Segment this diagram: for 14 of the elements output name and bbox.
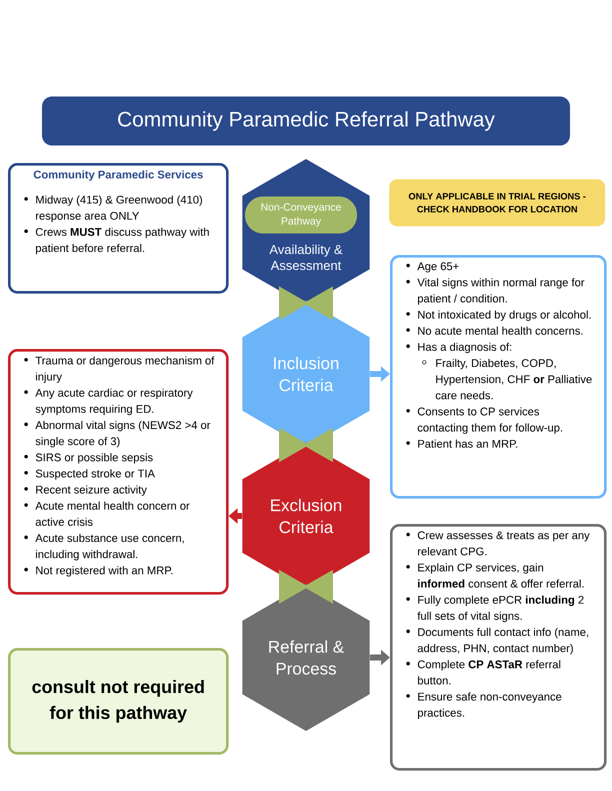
hexagon-step: Exclusion Criteria: [242, 442, 370, 590]
callout-box: consult not required for this pathway: [8, 648, 229, 755]
hexagon-step: Inclusion Criteria: [242, 300, 370, 448]
connector-bar: [279, 286, 333, 320]
connector-bar: [279, 428, 333, 462]
title-banner: Community Paramedic Referral Pathway: [42, 96, 570, 146]
process-box: Crew assesses & treats as per any relevant CPG. Explain CP services, gain informed consent & offer referral. Fully complete ePCR including 2 full sets of vital signs. Documents full contact info (name, address, PHN, contact number) Complete CP ASTaR referral button. Ensure safe non-conveyance practices.: [390, 524, 607, 771]
pathway-pill: Non-Conveyance Pathway: [245, 196, 357, 234]
connector-bar: [279, 570, 333, 604]
hexagon-step: Referral & Process: [242, 584, 370, 731]
criteria-box: Age 65+ Vital signs within normal range for patient / condition. Not intoxicated by drugs or alcohol. No acute mental health concerns. Has a diagnosis of: Frailty, Diabetes, COPD, Hypertension, CHF or Palliative care needs. Consents to CP services contacting them for follow-up. Patient has an MRP.: [390, 255, 607, 499]
note-box: ONLY APPLICABLE IN TRIAL REGIONS - CHECK HANDBOOK FOR LOCATION: [389, 179, 606, 226]
criteria-box: Trauma or dangerous mechanism of injury Any acute cardiac or respiratory symptoms requiring ED. Abnormal vital signs (NEWS2 >4 or single score of 3) SIRS or possible sepsis Suspected stroke or TIA Recent seizure activity Acute mental health concern or active crisis Acute substance use concern, including withdrawal. Not registered with an MRP.: [8, 349, 229, 595]
info-box: Community Paramedic Services Midway (415) & Greenwood (410) response area ONLY Crews MUST discuss pathway with patient before referral.: [8, 163, 229, 294]
